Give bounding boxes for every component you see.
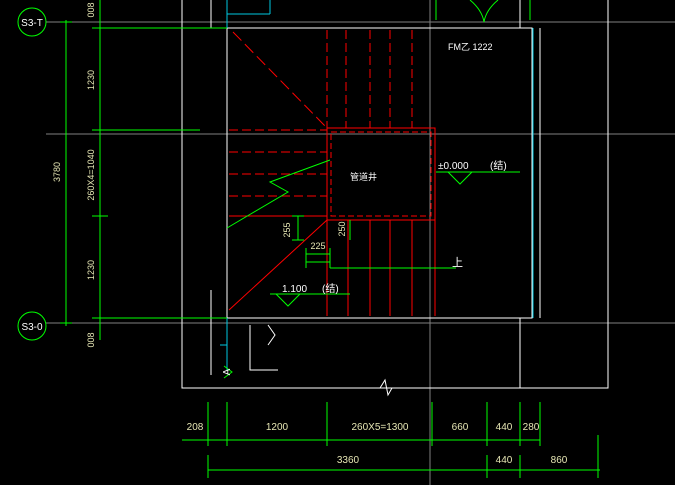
up-arrow-text: 上	[452, 256, 463, 269]
dim-row1-text-4: 440	[496, 422, 513, 433]
door-swing	[267, 324, 276, 346]
cut-break-symbol	[226, 159, 331, 229]
axis-bubble-bottom: S3-0	[17, 311, 47, 341]
stair-well-outer	[326, 127, 436, 221]
horizontal-dim-row2: 3360 440 860	[337, 455, 568, 466]
horizontal-dim-row1: 208 1200 260X5=1300 660 440 280	[187, 422, 540, 433]
stair-well-inner	[330, 131, 432, 217]
dim-row1-text-0: 208	[187, 422, 204, 433]
level-lower-label: 1.100	[282, 284, 307, 295]
dim-row1-text-5: 280	[523, 422, 540, 433]
small-dim-225: 225	[310, 241, 325, 251]
small-dim-250: 250	[337, 221, 347, 236]
level-upper-note: (结)	[490, 159, 507, 172]
door-leaf-arc	[469, 0, 499, 23]
dim-text-bottom-offset: 008	[86, 332, 96, 347]
dim-text-lower-flight: 1230	[86, 260, 96, 280]
dim-row2-text-0: 3360	[337, 455, 360, 466]
dim-text-top-offset: 008	[86, 2, 96, 17]
axis-grid-lines	[46, 0, 675, 485]
vertical-dim-texts: 008 1230 260X4=1040 1230 008 3780	[52, 2, 96, 347]
dim-row2-text-2: 860	[551, 455, 568, 466]
level-upper-label: ±0.000	[438, 161, 469, 172]
door-leaf-top-right	[435, 0, 531, 23]
dim-text-total: 3780	[52, 162, 62, 182]
section-arrow	[223, 365, 233, 379]
small-dim-255: 255	[282, 222, 292, 237]
dim-row1-text-2: 260X5=1300	[351, 422, 408, 433]
wall-outlines	[181, 0, 609, 397]
dim-row2-text-1: 440	[496, 455, 513, 466]
axis-bubble-bottom-label: S3-0	[21, 322, 43, 333]
level-upper-triangle	[447, 171, 473, 185]
outer-wall	[181, 0, 609, 389]
dim-text-middle: 260X4=1040	[86, 149, 96, 200]
level-lower-note: (结)	[322, 282, 339, 295]
axis-bubble-top-label: S3-T	[21, 18, 43, 29]
dimension-lines	[60, 0, 600, 478]
dim-row1-text-1: 1200	[266, 422, 289, 433]
door-tag-label: FM乙 1222	[448, 42, 493, 52]
break-line	[379, 378, 393, 397]
axis-bubble-bottom-circle	[17, 311, 47, 341]
axis-bubble-top: S3-T	[17, 7, 47, 37]
stair-shaft-outline	[226, 27, 533, 319]
glazing-lines	[220, 0, 534, 370]
stair-lower-diagonal	[228, 219, 328, 311]
dim-text-upper-flight: 1230	[86, 70, 96, 90]
stair-cut-diagonal	[232, 31, 328, 129]
section-mark-label: A	[222, 368, 233, 375]
room-tag-label: 管道井	[350, 171, 377, 182]
door-jamb	[249, 325, 278, 371]
axis-bubble-top-circle	[17, 7, 47, 37]
cut-break-line	[226, 159, 331, 229]
level-lower-triangle	[275, 293, 301, 307]
dim-row1-text-3: 660	[452, 422, 469, 433]
